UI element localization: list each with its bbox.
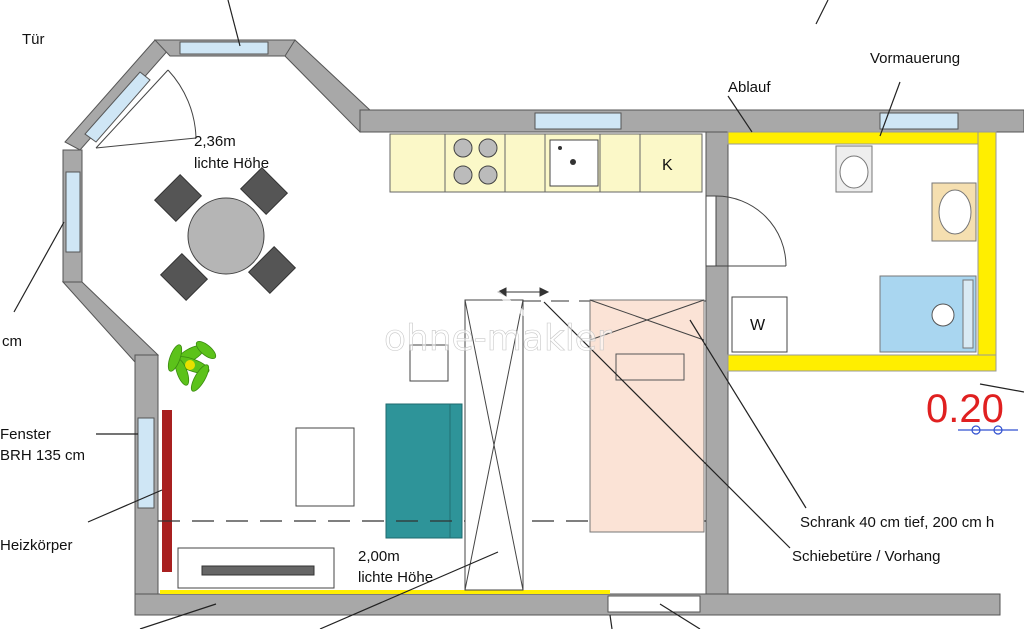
label-height-living-sub: lichte Höhe bbox=[194, 155, 269, 172]
label-window-brh: BRH 135 cm bbox=[0, 447, 85, 464]
wall-top-right-diagonal bbox=[284, 39, 373, 133]
bed-icon bbox=[589, 299, 705, 533]
wall-bottom bbox=[134, 593, 1001, 616]
label-scale-value: 0.20 bbox=[926, 387, 1004, 431]
window-bottom bbox=[607, 595, 701, 613]
sliding-arrow-icon bbox=[496, 287, 550, 297]
kitchen-sink-icon bbox=[549, 139, 599, 187]
wall-top-main bbox=[359, 109, 1024, 133]
label-wardrobe: Schrank 40 cm tief, 200 cm h bbox=[800, 514, 994, 531]
sofa-icon bbox=[385, 403, 463, 539]
bath-wall-lining-bottom bbox=[727, 354, 997, 372]
radiator bbox=[162, 410, 172, 572]
window-top-bay bbox=[179, 41, 269, 55]
window-top-kitchen bbox=[534, 112, 622, 130]
window-top-bath bbox=[879, 112, 959, 130]
label-height-bed: 2,00m bbox=[358, 548, 400, 565]
bathroom: W bbox=[705, 131, 997, 372]
window-left-upper bbox=[65, 171, 81, 253]
label-drain: Ablauf bbox=[728, 79, 771, 96]
label-door: Tür bbox=[22, 31, 45, 48]
label-sliding-door: Schiebetüre / Vorhang bbox=[792, 548, 940, 565]
side-table bbox=[409, 344, 449, 382]
bath-sink-icon bbox=[931, 182, 977, 242]
armchair bbox=[295, 427, 355, 507]
house-icon bbox=[408, 268, 532, 320]
label-cm: cm bbox=[2, 333, 22, 350]
wall-top-left-diagonal bbox=[64, 39, 171, 151]
watermark: ohne-makler bbox=[384, 268, 612, 359]
fridge-label: K bbox=[662, 157, 673, 174]
watermark-text: ohne-makler bbox=[384, 318, 612, 359]
label-radiator: Heizkörper bbox=[0, 537, 73, 554]
toilet-icon bbox=[835, 145, 873, 193]
washer-label: W bbox=[750, 317, 766, 334]
label-wall-lining: Vormauerung bbox=[870, 50, 960, 67]
window-left-lower bbox=[137, 417, 155, 509]
window-diagonal-left bbox=[84, 71, 151, 143]
bath-door-icon bbox=[705, 195, 787, 267]
kitchen: K bbox=[389, 133, 703, 193]
label-height-bed-sub: lichte Höhe bbox=[358, 569, 433, 586]
entry-door-icon bbox=[95, 69, 197, 149]
leader-lines bbox=[13, 0, 1024, 629]
dining-table-icon bbox=[153, 166, 297, 302]
tv-board bbox=[177, 547, 335, 589]
label-height-living: 2,36m bbox=[194, 133, 236, 150]
bath-wall-lining-right bbox=[977, 131, 997, 371]
windows bbox=[65, 41, 959, 613]
stove-icon bbox=[453, 138, 498, 185]
label-window: Fenster bbox=[0, 426, 51, 443]
plant-icon bbox=[167, 340, 217, 392]
shower-icon bbox=[879, 275, 977, 353]
kitchen-counter bbox=[389, 133, 703, 193]
wardrobe-box bbox=[464, 299, 524, 591]
wall-left-diagonal bbox=[61, 281, 159, 363]
scale-marker-icon bbox=[958, 425, 1018, 435]
bath-wall-lining-top bbox=[727, 131, 997, 145]
washer-box: W bbox=[731, 296, 788, 353]
